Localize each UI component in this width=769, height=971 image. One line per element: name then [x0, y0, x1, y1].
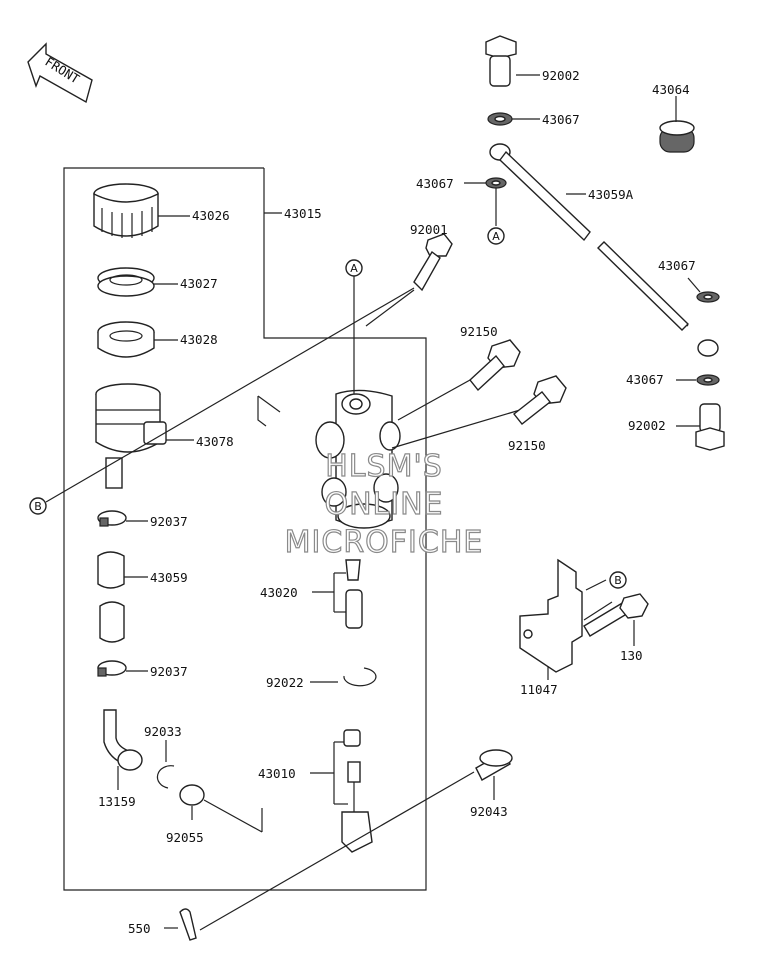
part-43078-reservoir [95, 383, 194, 489]
part-11047-bracket [519, 558, 583, 680]
part-92022-circlip [310, 667, 377, 687]
ref-label: B [34, 500, 42, 513]
part-number: 92002 [628, 418, 666, 433]
part-43020-piston [312, 559, 363, 629]
part-92037-clamp-lower [97, 660, 148, 677]
part-92037-clamp-upper [97, 510, 148, 527]
part-43067-washer-3 [687, 277, 720, 303]
part-92001-bolt [413, 233, 453, 292]
part-number: 92043 [470, 804, 508, 819]
part-number: 92001 [410, 222, 448, 237]
part-number: 43026 [192, 208, 230, 223]
part-number: 92055 [166, 830, 204, 845]
part-92002-banjo-bolt-top [485, 35, 540, 87]
assembly-outline-43015 [63, 167, 427, 891]
part-number: 550 [128, 921, 151, 936]
ref-circle-a-right: A [487, 227, 505, 245]
part-number: 92150 [508, 438, 546, 453]
ref-circle-b-left: B [29, 497, 47, 515]
part-number: 92002 [542, 68, 580, 83]
master-cylinder-body [257, 389, 401, 529]
part-13159-elbow-fitting [103, 709, 143, 790]
leader-lines [45, 178, 613, 931]
part-43059-hose [97, 551, 148, 643]
part-43028-diaphragm [97, 321, 178, 358]
part-43026-cap [93, 183, 190, 238]
part-number-labels: 92002 43067 43064 43067 43059A 43026 430… [98, 68, 696, 936]
part-92002-banjo-bolt-bottom [676, 403, 725, 451]
part-43067-washer-1 [487, 112, 540, 126]
part-number: 43067 [626, 372, 664, 387]
part-number: 43059A [588, 187, 634, 202]
part-number: 43067 [542, 112, 580, 127]
part-number: 92033 [144, 724, 182, 739]
part-43059A-brake-hose [489, 143, 719, 357]
part-43010-push-rod [310, 729, 373, 853]
part-number: 130 [620, 648, 643, 663]
watermark-line: ONLINE [324, 487, 443, 522]
part-number: 43015 [284, 206, 322, 221]
front-direction-arrow: FRONT [27, 42, 93, 104]
ref-circle-a-center: A [345, 259, 363, 277]
part-number: 43078 [196, 434, 234, 449]
part-number: 11047 [520, 682, 558, 697]
part-43067-washer-2 [464, 177, 507, 189]
part-92055-o-ring [179, 784, 263, 833]
ref-label: A [492, 230, 500, 243]
part-number: 43020 [260, 585, 298, 600]
part-92033-circlip [156, 740, 175, 789]
watermark: HLSM'S ONLINE MICROFICHE [284, 448, 484, 560]
part-number: 13159 [98, 794, 136, 809]
part-number: 92037 [150, 664, 188, 679]
part-number: 43067 [658, 258, 696, 273]
part-92150-bolt-upper [469, 339, 521, 392]
part-550-cotter-pin [164, 908, 197, 941]
part-92150-bolt-lower [513, 375, 567, 425]
part-number: 92037 [150, 514, 188, 529]
watermark-line: HLSM'S [325, 449, 443, 484]
part-130-bolt [583, 593, 649, 646]
part-number: 43064 [652, 82, 690, 97]
part-number: 43059 [150, 570, 188, 585]
ref-circle-b-right: B [609, 571, 627, 589]
ref-label: A [350, 262, 358, 275]
part-number: 43027 [180, 276, 218, 291]
ref-label: B [614, 574, 622, 587]
part-43027-diaphragm-plate [97, 267, 178, 297]
part-number: 43028 [180, 332, 218, 347]
part-number: 92022 [266, 675, 304, 690]
part-43064-grommet [659, 96, 695, 153]
part-43067-washer-4 [676, 374, 720, 386]
part-92043-clevis-pin [475, 749, 513, 800]
part-number: 92150 [460, 324, 498, 339]
watermark-line: MICROFICHE [285, 525, 484, 560]
part-number: 43010 [258, 766, 296, 781]
part-number: 43067 [416, 176, 454, 191]
